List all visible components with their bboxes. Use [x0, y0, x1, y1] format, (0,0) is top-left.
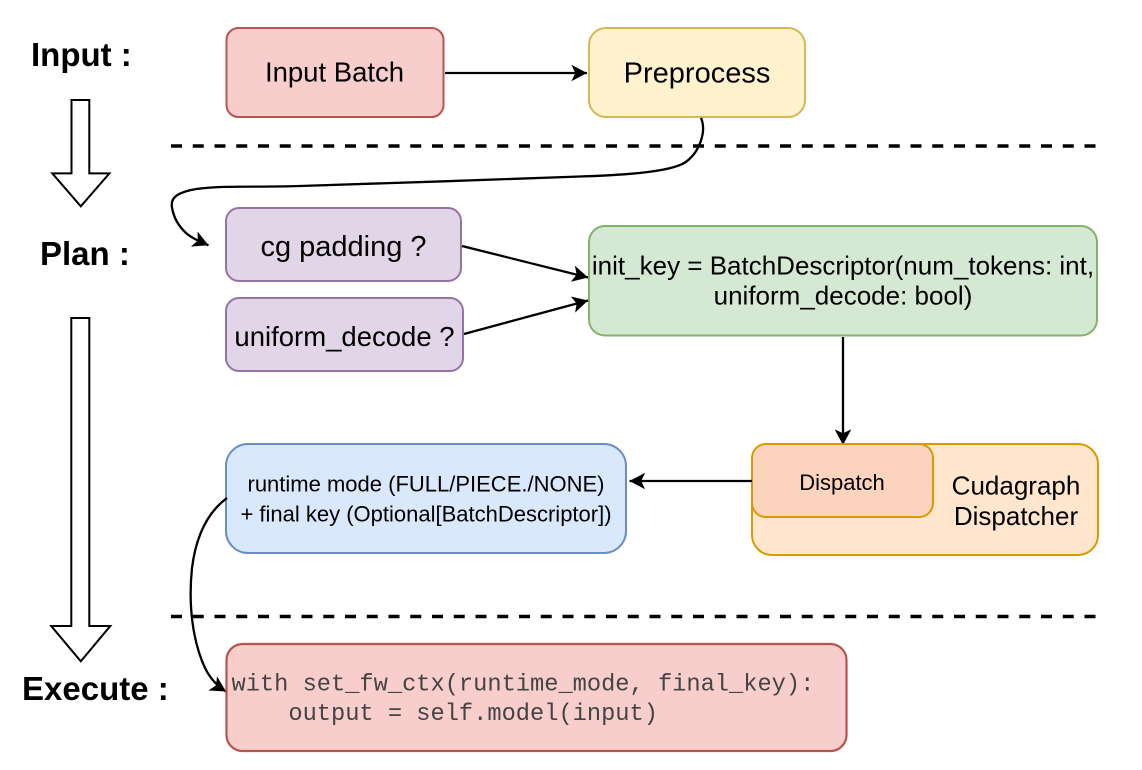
- svg-text:Dispatcher: Dispatcher: [954, 501, 1079, 531]
- svg-text:uniform_decode ?: uniform_decode ?: [234, 321, 454, 352]
- svg-text:Execute :: Execute :: [22, 670, 169, 707]
- svg-text:uniform_decode: bool): uniform_decode: bool): [714, 281, 973, 311]
- svg-text:Dispatch: Dispatch: [799, 470, 885, 495]
- svg-text:cg padding ?: cg padding ?: [260, 231, 426, 263]
- svg-text:+ final key (Optional[BatchDes: + final key (Optional[BatchDescriptor]): [240, 502, 611, 527]
- svg-text:Plan :: Plan :: [40, 235, 130, 272]
- svg-text:Preprocess: Preprocess: [624, 58, 771, 90]
- svg-text:init_key = BatchDescriptor(num: init_key = BatchDescriptor(num_tokens: i…: [592, 250, 1094, 280]
- svg-text:output = self.model(input): output = self.model(input): [232, 701, 658, 728]
- svg-text:Input :: Input :: [31, 36, 132, 73]
- svg-text:Cudagraph: Cudagraph: [952, 471, 1081, 501]
- svg-text:with set_fw_ctx(runtime_mode,: with set_fw_ctx(runtime_mode, final_key)…: [232, 672, 815, 699]
- svg-text:runtime mode (FULL/PIECE./NONE: runtime mode (FULL/PIECE./NONE): [248, 471, 605, 496]
- svg-text:Input Batch: Input Batch: [265, 57, 404, 88]
